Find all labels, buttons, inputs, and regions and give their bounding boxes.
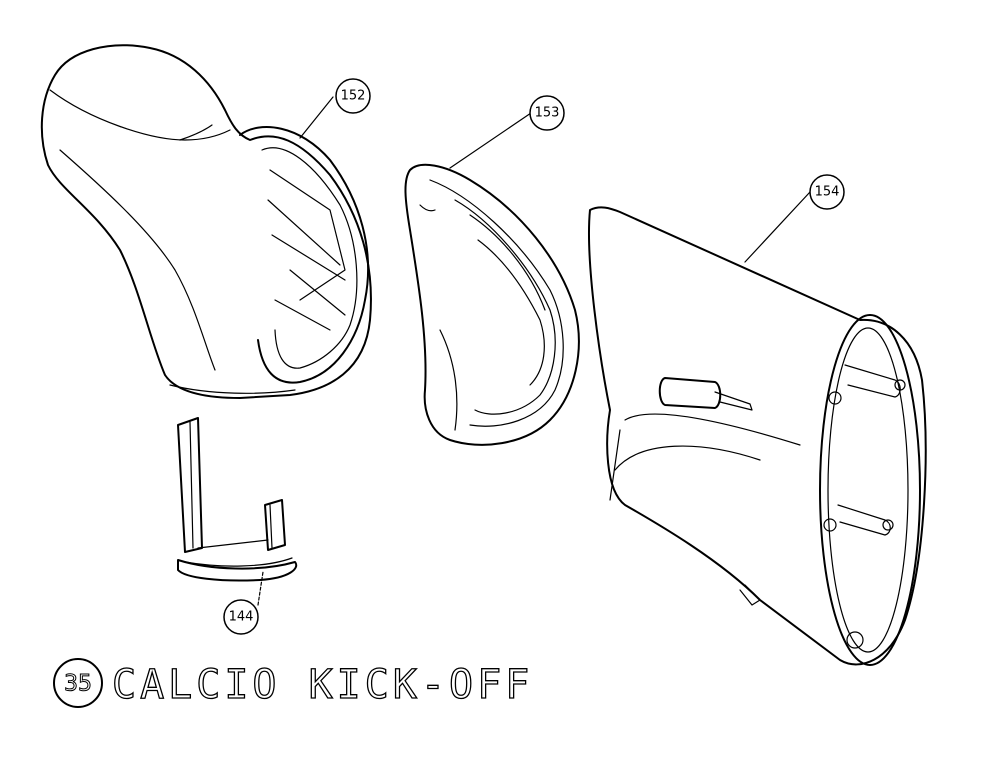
callout-154: 154 [809, 174, 845, 210]
callout-144: 144 [223, 599, 259, 635]
callout-144-label: 144 [229, 610, 254, 625]
part-152-grip [40, 44, 372, 399]
title-number: 35 [64, 672, 92, 697]
part-154-buttstock [588, 206, 927, 666]
callout-152: 152 [335, 78, 371, 114]
leader-lines [257, 96, 811, 606]
callout-152-label: 152 [341, 89, 366, 104]
part-153-spacer [404, 163, 580, 446]
callout-154-label: 154 [815, 185, 840, 200]
drawing-title: 35 CALCIO KICK-OFF [53, 658, 533, 709]
title-text: CALCIO KICK-OFF [112, 662, 533, 708]
callout-153: 153 [529, 95, 565, 131]
callout-153-label: 153 [535, 106, 560, 121]
part-144-bracket [177, 417, 298, 582]
